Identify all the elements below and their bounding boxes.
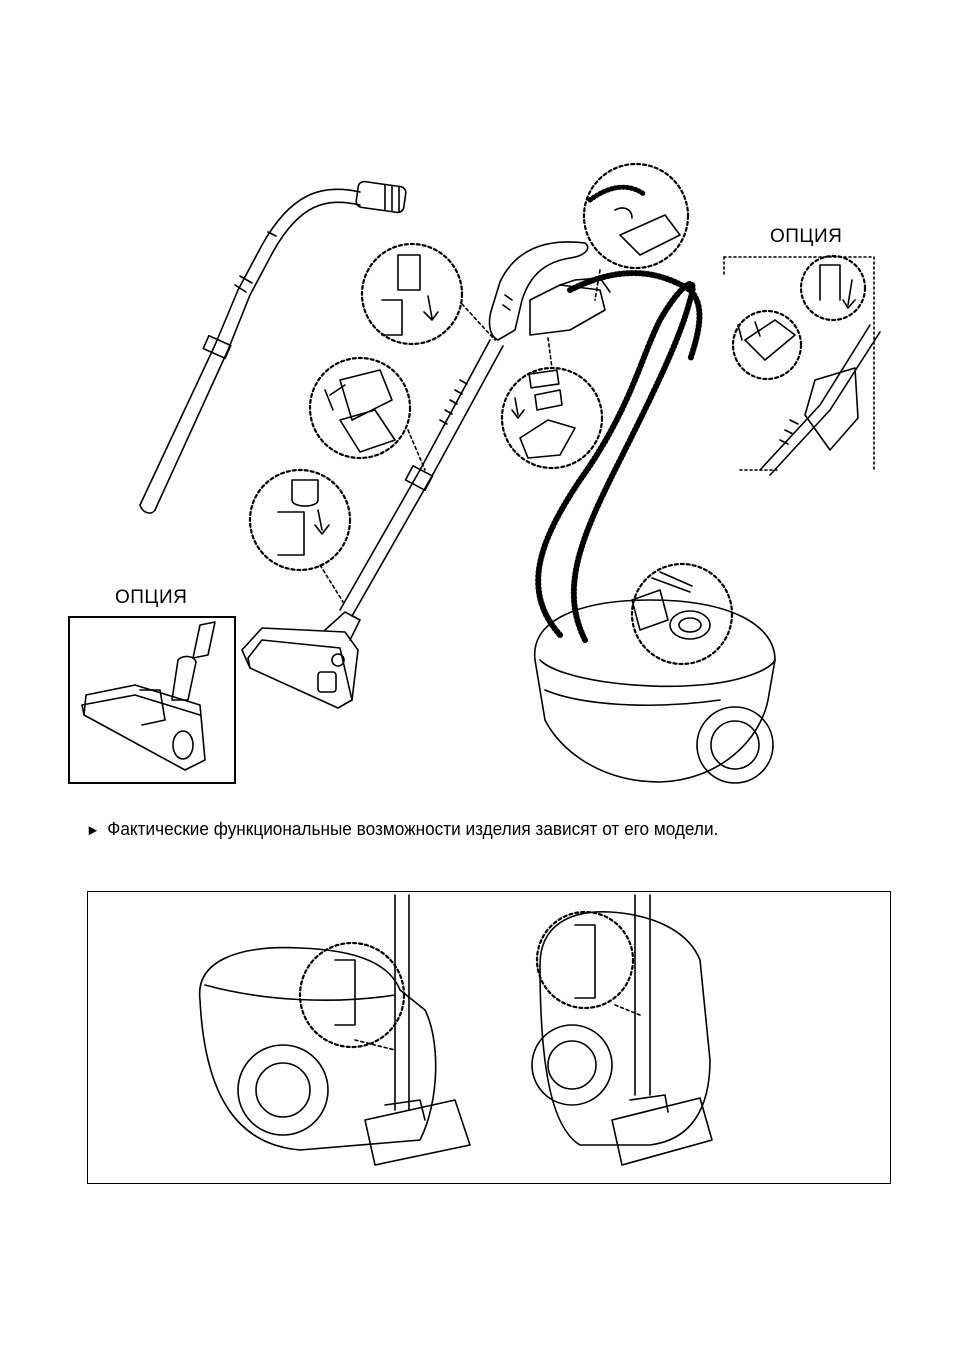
detail-circle-hose-inlet (632, 564, 732, 664)
option-box-frame (68, 616, 236, 784)
detail-circle-handle (362, 244, 495, 344)
option-panel-top-right (724, 256, 880, 475)
assembled-pipe-illustration (242, 242, 610, 708)
option-label-bottom-left: ОПЦИЯ (115, 587, 187, 609)
option-label-top-right: ОПЦИЯ (770, 226, 842, 248)
bullet-marker: ► (86, 822, 100, 839)
loose-pipe-illustration (140, 181, 407, 513)
parking-frame (87, 891, 891, 1184)
model-note: ► Фактические функциональные возможности … (86, 818, 718, 840)
model-note-text: Фактические функциональные возможности и… (107, 818, 718, 839)
detail-circle-brush (250, 470, 350, 605)
canister-vacuum-illustration (535, 273, 775, 783)
detail-circle-accessories (502, 338, 602, 468)
detail-circle-telescopic (310, 358, 425, 470)
